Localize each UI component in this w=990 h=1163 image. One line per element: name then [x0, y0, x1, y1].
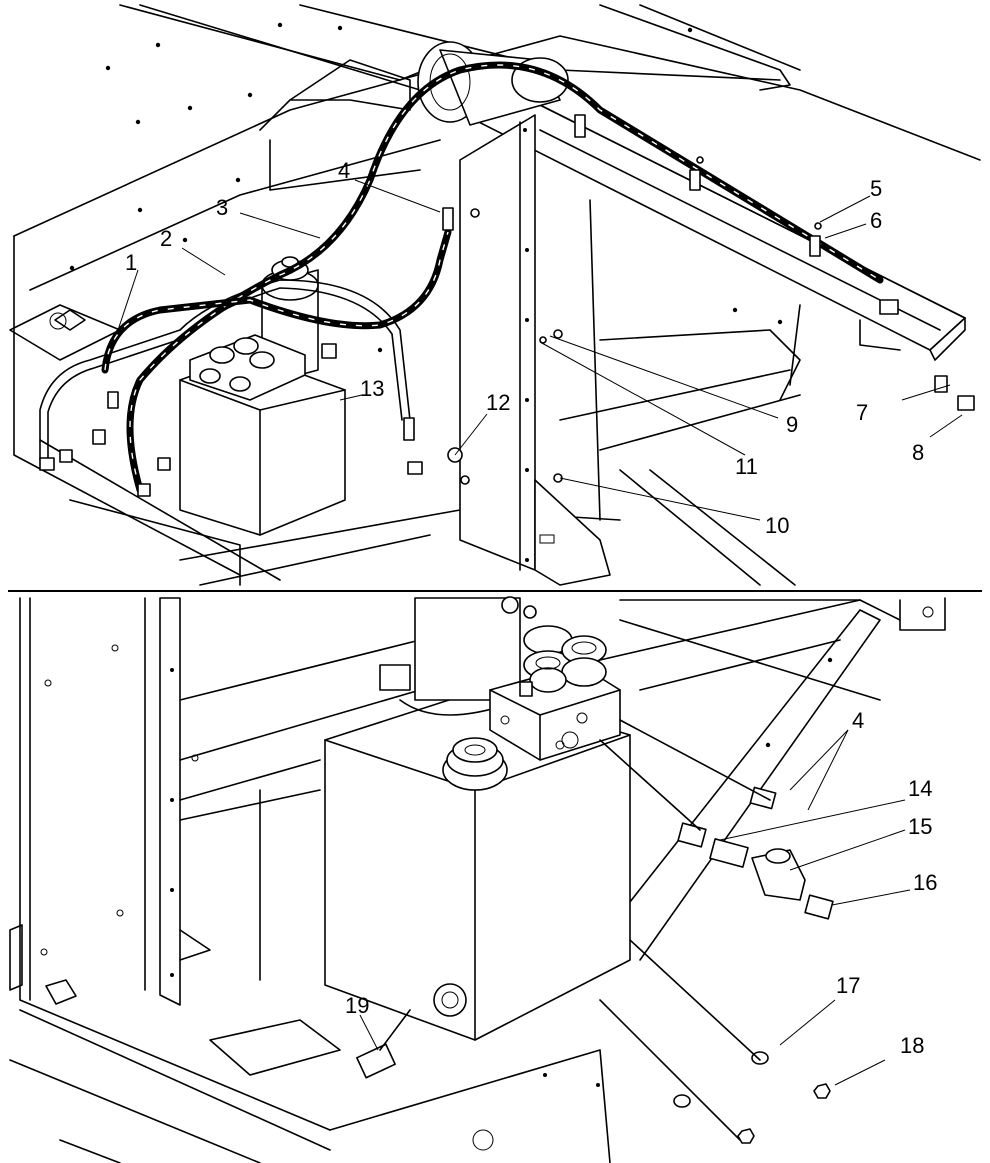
callout-17: 17 [836, 973, 860, 998]
upper-reservoir-tank [179, 354, 346, 536]
callout-10: 10 [765, 513, 789, 538]
lower-rivets [40, 644, 833, 1087]
lower-view [9, 596, 946, 1163]
upper-fittings [39, 114, 975, 497]
callout-14: 14 [908, 776, 932, 801]
callout-labels: 1 2 3 4 5 6 7 8 9 10 11 12 13 4 14 15 16… [125, 158, 937, 1058]
upper-view [9, 4, 981, 586]
lower-frame [9, 597, 946, 1163]
callout-4-lower: 4 [852, 708, 864, 733]
callout-11: 11 [735, 454, 758, 479]
callout-18: 18 [900, 1033, 924, 1058]
lower-pump-valve-block [399, 596, 621, 761]
callout-9: 9 [786, 412, 798, 437]
upper-rigid-tube [39, 279, 411, 461]
lower-leader-lines [359, 729, 911, 1086]
callout-7: 7 [856, 400, 868, 425]
lower-fittings [45, 719, 834, 1144]
callout-4: 4 [338, 158, 350, 183]
lower-reservoir-tank [324, 689, 631, 1041]
callout-19: 19 [345, 993, 369, 1018]
callout-12: 12 [486, 390, 510, 415]
callout-16: 16 [913, 870, 937, 895]
upper-hoses [101, 61, 884, 494]
callout-13: 13 [360, 376, 384, 401]
upper-pump-motor [189, 256, 337, 401]
upper-vertical-post [459, 114, 611, 586]
callout-8: 8 [912, 440, 924, 465]
callout-15: 15 [908, 814, 932, 839]
callout-2: 2 [160, 226, 172, 251]
callout-6: 6 [870, 208, 882, 233]
callout-3: 3 [216, 195, 228, 220]
callout-5: 5 [870, 176, 882, 201]
upper-leader-lines [117, 179, 963, 521]
callout-1: 1 [125, 250, 137, 275]
